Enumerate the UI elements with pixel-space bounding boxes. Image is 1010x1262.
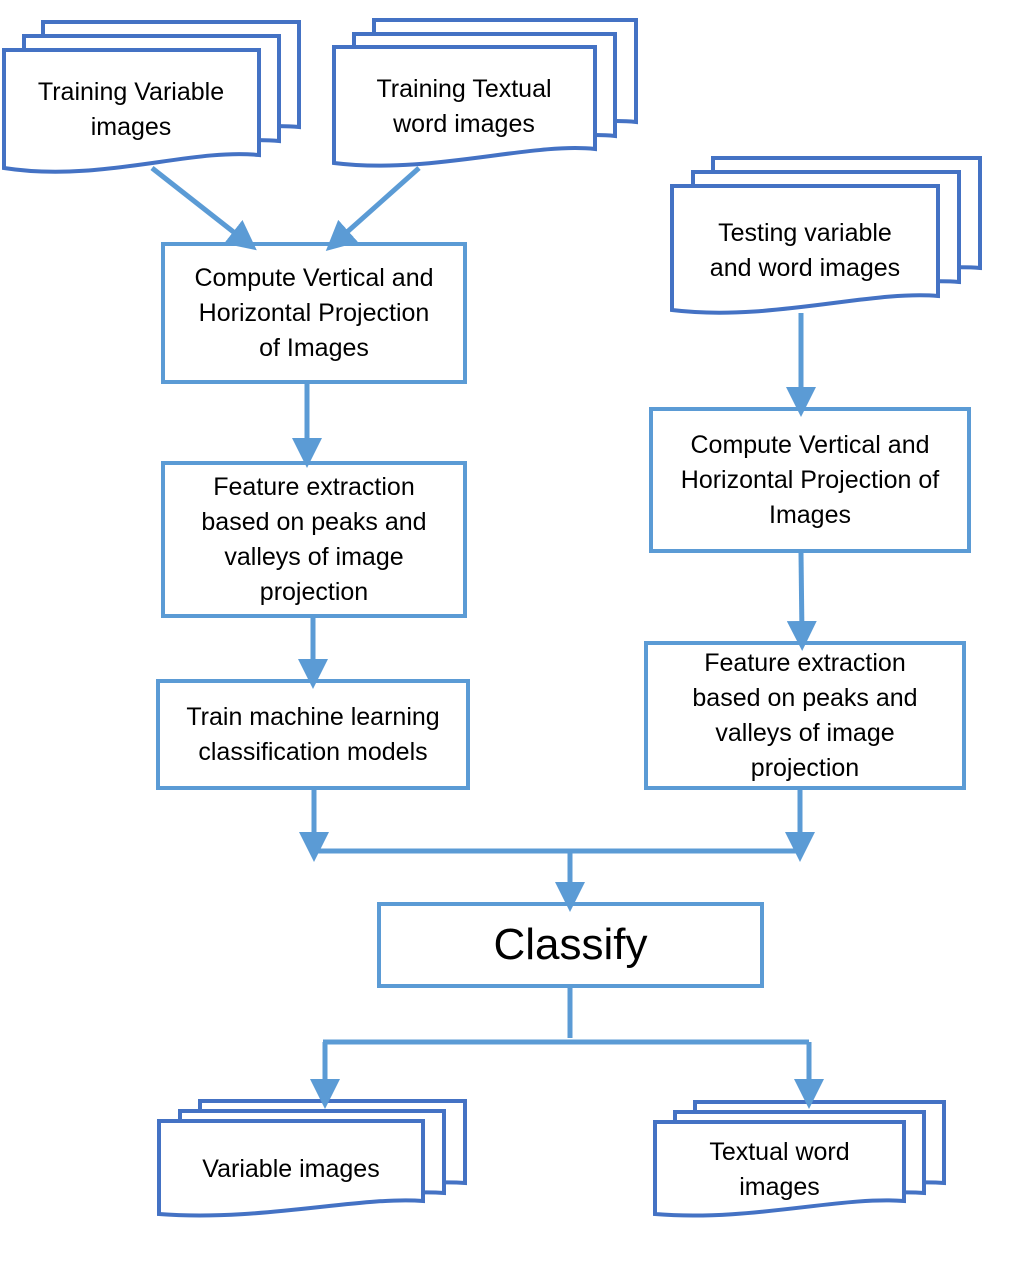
testing-doc-shape [670, 156, 982, 315]
training-variable-doc-shape [2, 20, 301, 174]
training-projection-label: Compute Vertical and Horizontal Projecti… [194, 263, 434, 362]
training-features-label: Feature extraction based on peaks and va… [201, 472, 427, 606]
training-features-box [161, 461, 467, 618]
train-models-box [156, 679, 470, 790]
testing-features-label: Feature extraction based on peaks and va… [692, 648, 918, 782]
training-variable-label: Training Variable images [37, 78, 225, 141]
training-textual-doc-shape [332, 18, 638, 168]
training-textual-label: Training Textual word images [376, 75, 552, 138]
classify-label: Classify [493, 920, 648, 969]
testing-projection-label: Compute Vertical and Horizontal Projecti… [680, 430, 940, 529]
textual-images-doc-shape [653, 1100, 946, 1218]
training-projection-box [161, 242, 467, 384]
arrow-training-textual-to-projection [325, 166, 421, 251]
variable-images-doc-shape [157, 1099, 467, 1218]
arrow-testing-projection-to-features [786, 552, 817, 651]
testing-features-box [644, 641, 966, 790]
textual-images-label: Textual word images [709, 1138, 850, 1201]
classify-box [377, 902, 764, 988]
train-models-label: Train machine learning classification mo… [186, 702, 440, 766]
variable-images-label: Variable images [202, 1154, 380, 1183]
testing-label: Testing variable and word images [709, 219, 901, 282]
arrow-training-variable-to-projection [150, 166, 257, 251]
testing-projection-box [649, 407, 971, 553]
